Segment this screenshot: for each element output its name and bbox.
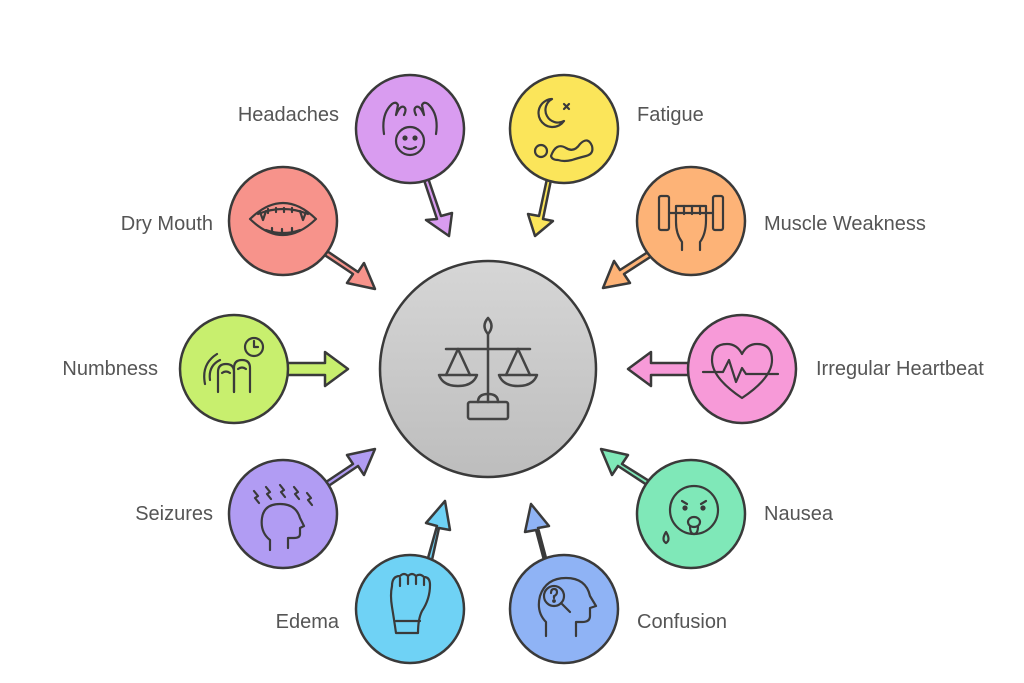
head-seizure-icon: [252, 483, 314, 552]
node-fatigue: [508, 73, 620, 238]
swollen-foot-icon: [389, 572, 432, 635]
node-confusion: [508, 502, 620, 665]
node-muscle-weakness: [601, 165, 747, 290]
center-hub: [378, 259, 598, 479]
sleep-fatigue-icon: [533, 97, 594, 163]
node-nausea: [599, 447, 747, 570]
label-numbness: Numbness: [62, 358, 158, 380]
node-dry-mouth: [227, 165, 377, 291]
fingers-tingling-icon: [203, 336, 265, 394]
node-edema: [354, 499, 466, 665]
head-pain-icon: [382, 101, 438, 157]
open-mouth-icon: [248, 201, 318, 237]
label-muscle-weakness: Muscle Weakness: [764, 213, 926, 235]
nauseous-face-icon: [662, 484, 720, 545]
head-question-icon: [537, 576, 598, 638]
heartbeat-icon: [701, 342, 780, 400]
node-irregular-heartbeat: [626, 313, 798, 425]
label-dry-mouth: Dry Mouth: [120, 213, 213, 235]
node-headaches: [354, 73, 466, 238]
dumbbell-hand-icon: [657, 194, 725, 252]
label-headaches: Headaches: [237, 104, 339, 126]
label-confusion: Confusion: [637, 611, 728, 633]
label-fatigue: Fatigue: [637, 104, 704, 126]
node-numbness: [178, 313, 350, 425]
label-edema: Edema: [275, 611, 339, 633]
balance-scale-icon: [437, 316, 539, 421]
node-seizures: [227, 447, 377, 570]
label-irregular-heartbeat: Irregular Heartbeat: [816, 358, 984, 380]
label-nausea: Nausea: [764, 503, 833, 525]
label-seizures: Seizures: [135, 503, 213, 525]
